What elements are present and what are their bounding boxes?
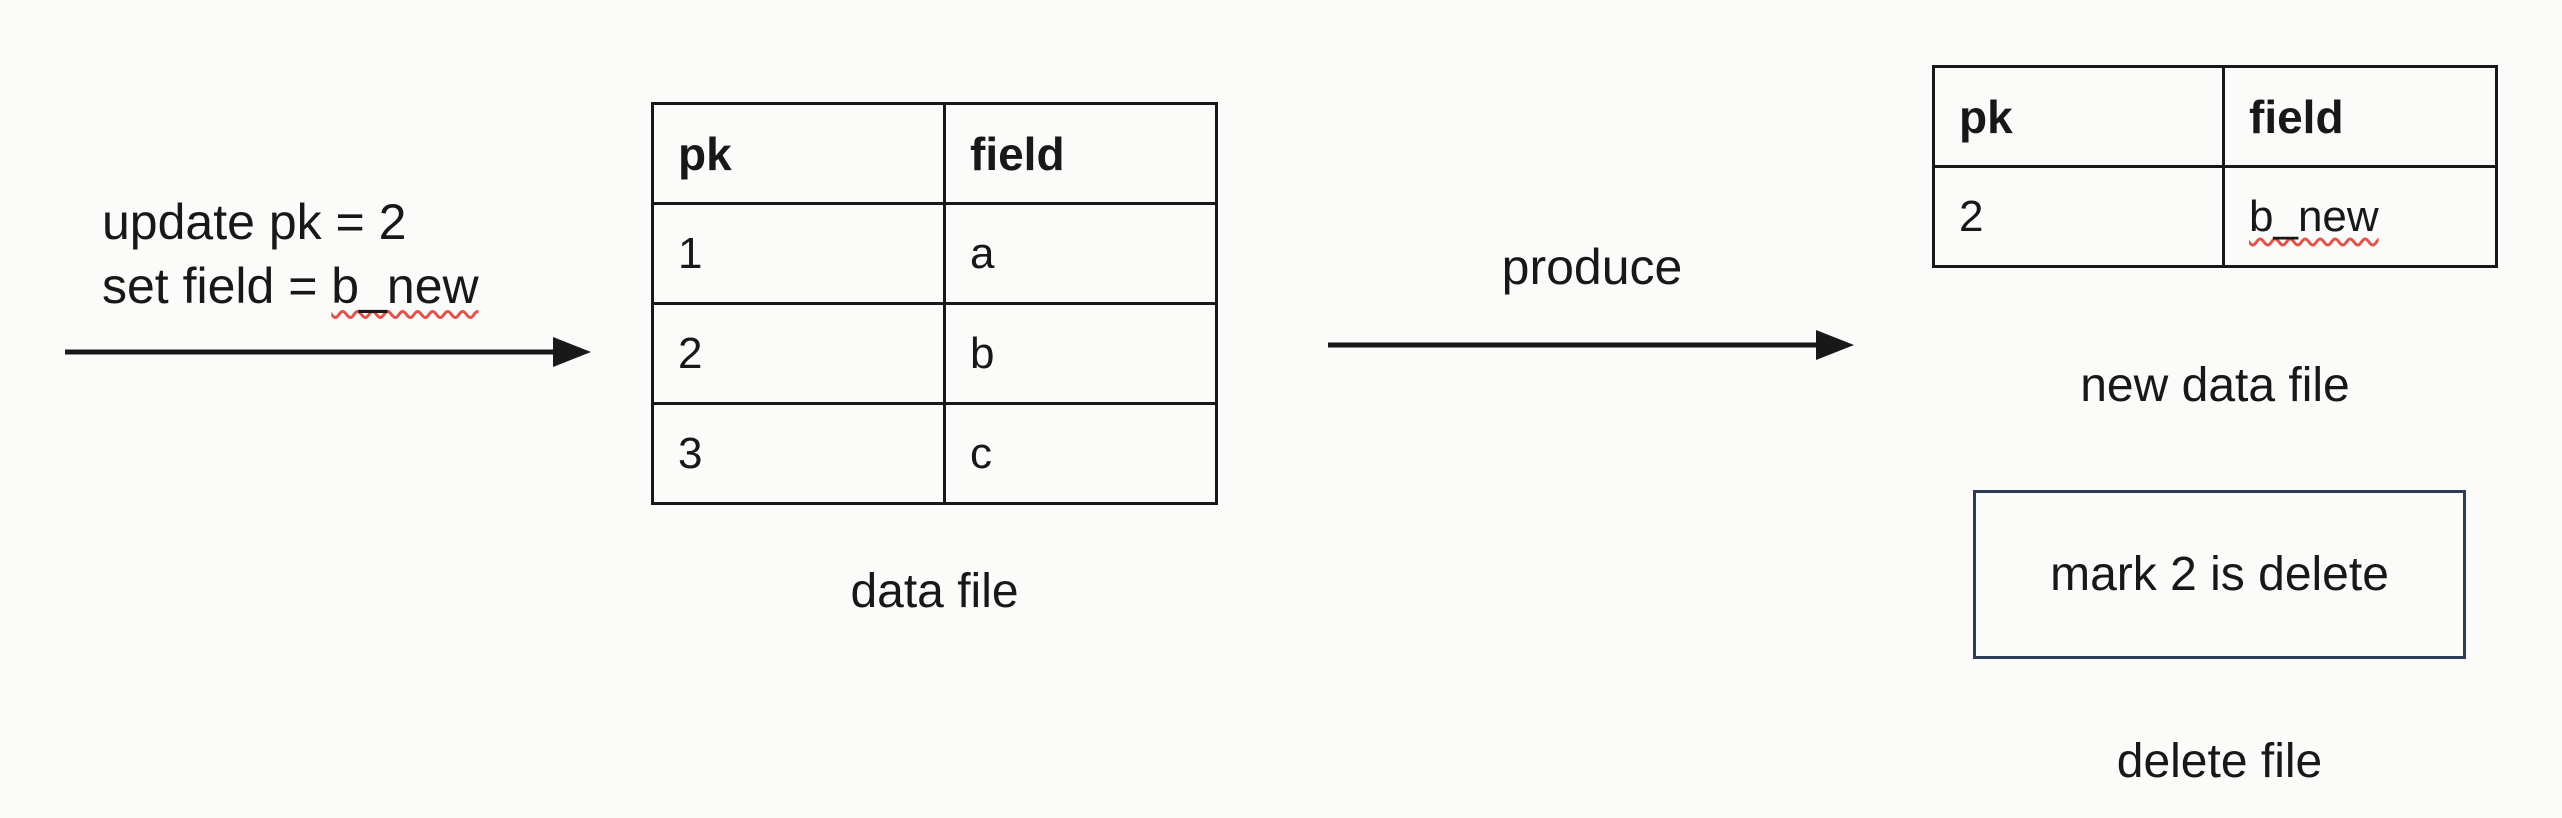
new-data-file-caption: new data file: [2080, 359, 2350, 412]
table-cell: b_new: [2225, 168, 2495, 265]
set-field-prefix: set field =: [102, 258, 332, 314]
update-instruction-line1: update pk = 2: [102, 194, 407, 250]
delete-box-text: mark 2 is delete: [2050, 548, 2389, 601]
table-cell: 3: [654, 405, 946, 502]
produce-arrow-icon: [1328, 330, 1854, 360]
table-cell: b: [946, 305, 1215, 405]
table-cell: 2: [1935, 168, 2225, 265]
data-file-table: pk field 1 a 2 b 3 c: [651, 102, 1218, 505]
update-instruction-line2: set field = b_new: [102, 254, 479, 318]
set-field-value: b_new: [331, 258, 479, 314]
update-instruction-text: update pk = 2 set field = b_new: [102, 190, 479, 318]
table-cell: c: [970, 428, 992, 478]
produce-label: produce: [1501, 239, 1683, 295]
table-cell: 2: [654, 305, 946, 405]
table-header-cell-field: field: [2225, 68, 2495, 168]
delete-marker-box: mark 2 is delete: [1973, 490, 2466, 659]
table-cell: 1: [654, 205, 946, 305]
new-data-file-table: pk field 2 b_new: [1932, 65, 2498, 268]
delete-file-caption: delete file: [2116, 735, 2323, 788]
table-header-cell-pk: pk: [654, 105, 946, 205]
table-cell: a: [946, 205, 1215, 305]
data-file-caption: data file: [850, 565, 1019, 618]
new-field-value: b_new: [2249, 191, 2379, 241]
table-header-cell-field: field: [946, 105, 1215, 205]
table-header-cell-pk: pk: [1935, 68, 2225, 168]
update-arrow-icon: [65, 337, 591, 367]
